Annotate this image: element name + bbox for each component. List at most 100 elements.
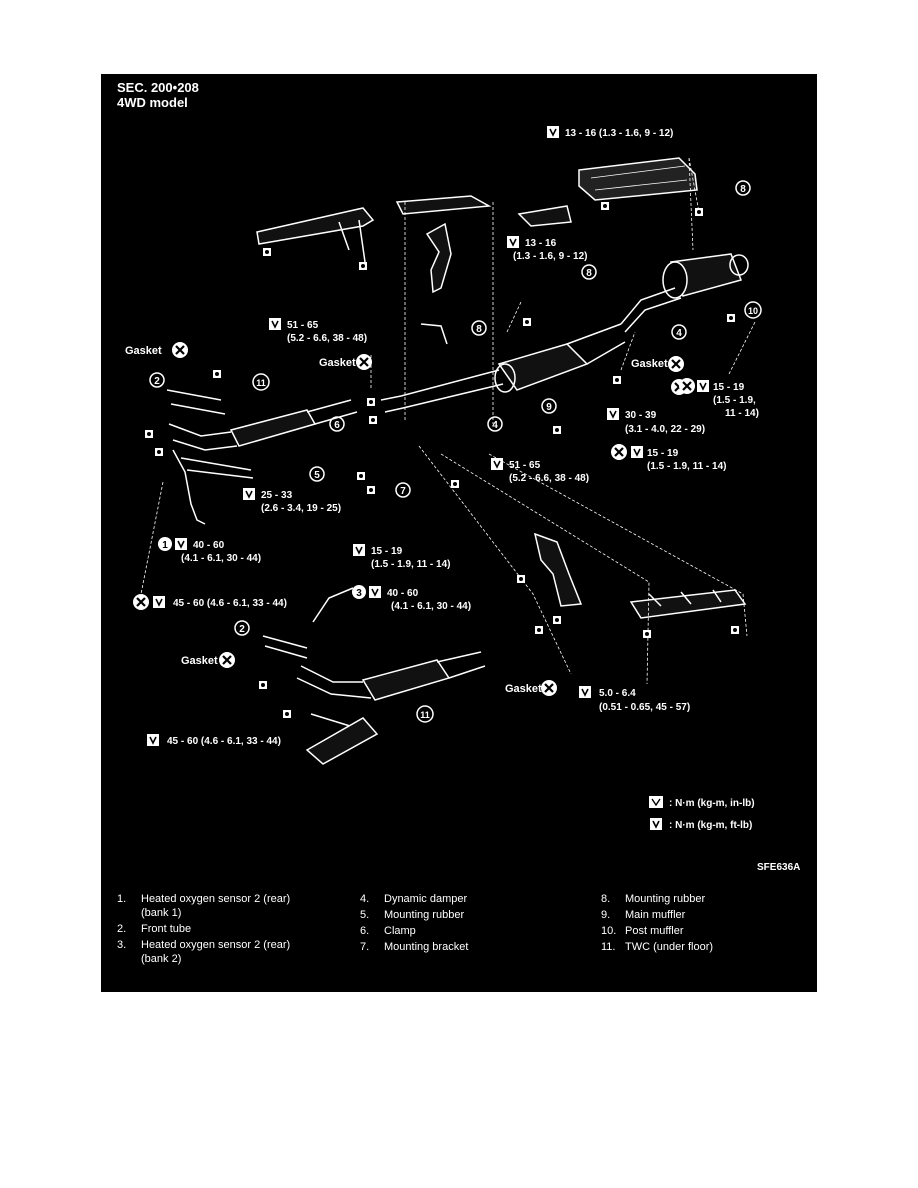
list-item: 6.Clamp <box>360 925 416 937</box>
oxygen-sensor-bank2 <box>312 587 354 623</box>
list-item: 8.Mounting rubber <box>601 893 706 905</box>
torque-bracket-2: (1.3 - 1.6, 9 - 12) <box>513 251 587 262</box>
gasket-label: Gasket <box>631 358 668 370</box>
main-muffler-body <box>497 343 589 391</box>
oxygen-sensor-bank1 <box>172 449 206 525</box>
torque-center-joint-2: (5.2 - 6.6, 38 - 48) <box>509 473 589 484</box>
list-item: 11.TWC (under floor) <box>601 941 714 953</box>
svg-text:5: 5 <box>314 470 320 481</box>
gasket-label: Gasket <box>181 655 218 667</box>
unit-ftlb: : N·m (kg-m, ft-lb) <box>669 820 752 831</box>
torque-sensor1-2: (4.1 - 6.1, 30 - 44) <box>181 553 261 564</box>
part-callouts: 1 2 2 3 4 4 5 6 7 8 8 8 9 10 11 11 <box>149 180 762 723</box>
gasket-label: Gasket <box>505 683 542 695</box>
list-item: 4.Dynamic damper <box>360 893 468 905</box>
callout-8: 8 <box>735 180 751 196</box>
svg-text:8: 8 <box>740 184 746 195</box>
svg-text:11: 11 <box>420 710 430 720</box>
legend-column-2: 4.Dynamic damper 5.Mounting rubber 6.Cla… <box>360 892 468 956</box>
callout-11b: 11 <box>416 705 434 723</box>
torque-sensor3-1: 40 - 60 <box>387 588 419 599</box>
callout-3: 3 <box>352 585 366 599</box>
svg-text:2: 2 <box>154 376 160 387</box>
svg-text:11: 11 <box>256 378 266 388</box>
center-pipe <box>380 369 504 413</box>
unit-inlb: : N·m (kg-m, in-lb) <box>669 798 755 809</box>
torque-post-muffler-1: 15 - 19 <box>713 382 745 393</box>
list-item: 7.Mounting bracket <box>360 941 469 953</box>
torque-sensor1-1: 40 - 60 <box>193 540 225 551</box>
unit-legend: : N·m (kg-m, in-lb) : N·m (kg-m, ft-lb) <box>649 796 755 831</box>
post-muffler-pipe <box>620 287 682 333</box>
torque-muffler-joint-1: 30 - 39 <box>625 410 657 421</box>
callout-4: 4 <box>487 416 503 432</box>
lower-heat-shield <box>629 589 747 619</box>
torque-heat-shield: 13 - 16 (1.3 - 1.6, 9 - 12) <box>565 128 673 139</box>
model-title: 4WD model <box>117 95 188 110</box>
front-heat-shield <box>256 207 375 245</box>
callout-7: 7 <box>395 482 411 498</box>
svg-text:10: 10 <box>748 306 758 316</box>
callout-5: 5 <box>309 466 325 482</box>
list-item: 3.Heated oxygen sensor 2 (rear)(bank 2) <box>117 939 291 965</box>
callout-9: 9 <box>541 398 557 414</box>
callout-8c: 8 <box>471 320 487 336</box>
legend-column-3: 8.Mounting rubber 9.Main muffler 10.Post… <box>601 892 713 956</box>
figure-code: SFE636A <box>757 862 801 873</box>
parts-legend: 1.Heated oxygen sensor 2 (rear)(bank 1) … <box>101 892 817 992</box>
twc-bank1 <box>229 409 317 447</box>
torque-small-bolts-2: (0.51 - 0.65, 45 - 57) <box>599 702 690 713</box>
torque-labels: 13 - 16 (1.3 - 1.6, 9 - 12) 13 - 16 (1.3… <box>146 125 759 747</box>
callout-2b: 2 <box>234 620 250 636</box>
gasket-marks: Gasket Gasket Gasket Gasket Gasket <box>125 340 689 698</box>
svg-text:4: 4 <box>492 420 498 431</box>
twc-bank2 <box>361 659 451 701</box>
torque-center-joint-1: 51 - 65 <box>509 460 541 471</box>
torque-damper-1: 15 - 19 <box>647 448 679 459</box>
torque-front-tube-bank1: 45 - 60 (4.6 - 6.1, 33 - 44) <box>173 598 287 609</box>
list-item: 5.Mounting rubber <box>360 909 465 921</box>
diagram-panel: SEC. 200•208 4WD model <box>101 74 817 992</box>
front-tube-bank1 <box>166 389 254 479</box>
list-item: 1.Heated oxygen sensor 2 (rear)(bank 1) <box>117 893 291 919</box>
torque-rear-mount-2: (5.2 - 6.6, 38 - 48) <box>287 333 367 344</box>
list-item: 10.Post muffler <box>601 925 684 937</box>
svg-text:1: 1 <box>162 540 168 551</box>
svg-text:8: 8 <box>476 324 482 335</box>
torque-post-muffler-2: (1.5 - 1.9, <box>713 395 756 406</box>
list-item: 9.Main muffler <box>601 909 686 921</box>
torque-muffler-joint-2: (3.1 - 4.0, 22 - 29) <box>625 424 705 435</box>
pipe-shapes <box>166 157 749 765</box>
legend-column-1: 1.Heated oxygen sensor 2 (rear)(bank 1) … <box>117 892 290 968</box>
list-item: 2.Front tube <box>117 923 192 935</box>
torque-post-muffler-3: 11 - 14) <box>725 408 759 419</box>
center-hanger-shield <box>395 195 492 215</box>
torque-bracket-1: 13 - 16 <box>525 238 557 249</box>
gasket-label: Gasket <box>125 345 162 357</box>
section-title: SEC. 200•208 <box>117 80 199 95</box>
callout-6: 6 <box>329 416 345 432</box>
svg-text:2: 2 <box>239 624 245 635</box>
callout-4b: 4 <box>671 324 687 340</box>
lower-hanger <box>533 532 583 607</box>
torque-front-tube-bank2: 45 - 60 (4.6 - 6.1, 33 - 44) <box>167 736 281 747</box>
torque-bracket-nuts-2: (1.5 - 1.9, 11 - 14) <box>371 559 451 570</box>
front-tube-bank2 <box>262 635 364 731</box>
callout-11: 11 <box>252 373 270 391</box>
callout-8b: 8 <box>581 264 597 280</box>
torque-bracket-nuts-1: 15 - 19 <box>371 546 403 557</box>
torque-damper-2: (1.5 - 1.9, 11 - 14) <box>647 461 727 472</box>
svg-text:9: 9 <box>546 402 552 413</box>
torque-small-bolts-1: 5.0 - 6.4 <box>599 688 636 699</box>
torque-sensor3-2: (4.1 - 6.1, 30 - 44) <box>391 601 471 612</box>
svg-text:8: 8 <box>586 268 592 279</box>
leader-lines <box>140 157 756 685</box>
svg-text:7: 7 <box>400 486 406 497</box>
torque-rear-mount-1: 51 - 65 <box>287 320 319 331</box>
callout-1: 1 <box>158 537 172 551</box>
torque-clamp-2: (2.6 - 3.4, 19 - 25) <box>261 503 341 514</box>
svg-text:3: 3 <box>356 588 362 599</box>
callout-2: 2 <box>149 372 165 388</box>
exhaust-system-diagram: Gasket Gasket Gasket Gasket Gasket 1 2 2… <box>125 125 762 831</box>
svg-text:6: 6 <box>334 420 340 431</box>
